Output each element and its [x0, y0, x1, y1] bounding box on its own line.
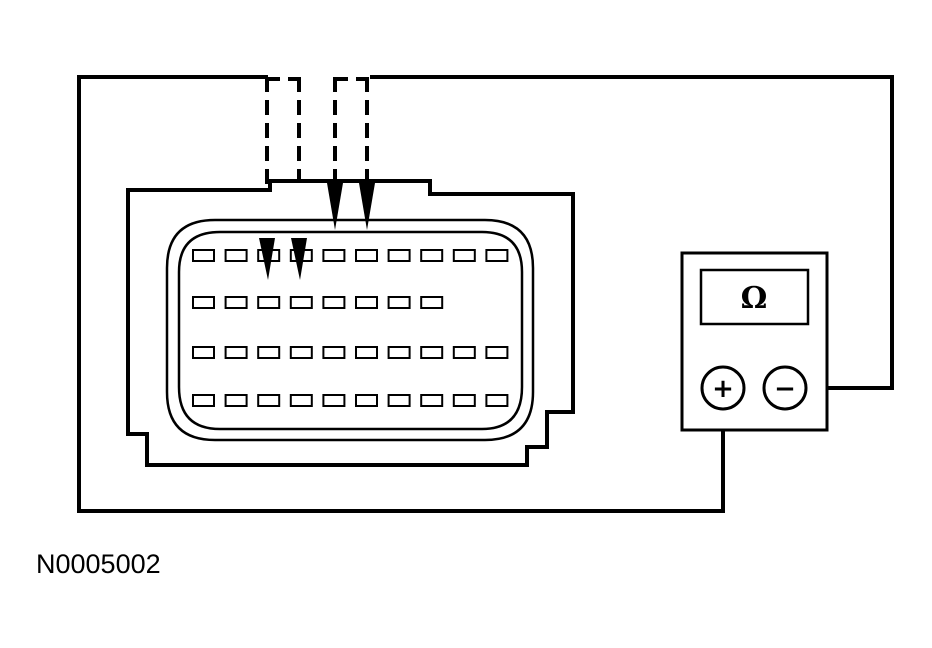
ohm-symbol: Ω	[741, 281, 768, 316]
connector-pin	[420, 346, 444, 359]
connector-pin	[485, 249, 509, 262]
figure-reference-code: N0005002	[36, 549, 161, 579]
connector-pin	[420, 296, 444, 309]
connector-pin	[192, 394, 215, 407]
connector-pin	[224, 346, 248, 359]
connector-pin	[355, 249, 378, 262]
probe-tip-2	[291, 238, 307, 280]
connector-pin	[257, 394, 281, 407]
multimeter: Ω + −	[680, 251, 829, 432]
jumper-lead-left	[265, 77, 301, 238]
positive-lead-wire	[77, 75, 725, 513]
connector-pin	[192, 346, 215, 359]
probe-tip-3	[327, 183, 343, 230]
connector-pin	[452, 346, 476, 359]
connector-pin	[322, 249, 346, 262]
connector-pin	[322, 394, 346, 407]
negative-terminal-icon	[762, 365, 808, 411]
multimeter-display	[699, 268, 810, 326]
connector-pin	[355, 394, 378, 407]
connector-pin	[420, 394, 444, 407]
connector-pin	[289, 346, 313, 359]
connector-pin	[355, 296, 378, 309]
connector-pin	[420, 249, 444, 262]
connector-pin	[224, 296, 248, 309]
connector-pin	[322, 346, 346, 359]
connector-pin	[289, 296, 313, 309]
negative-lead-wire	[370, 75, 894, 390]
connector-pin	[224, 394, 248, 407]
connector-pin	[452, 249, 476, 262]
connector-pin	[387, 394, 411, 407]
connector-pin	[257, 346, 281, 359]
connector-pin	[224, 249, 248, 262]
connector-face-outer	[165, 218, 535, 442]
negative-terminal-label: −	[774, 374, 796, 404]
connector-pin	[322, 296, 346, 309]
probe-tip-1	[259, 238, 275, 280]
connector-pin	[355, 346, 378, 359]
connector-pin	[387, 296, 411, 309]
probe-tip-4	[359, 183, 375, 230]
connector-face-inner	[177, 230, 524, 431]
connector-pin	[387, 346, 411, 359]
connector-pin	[452, 394, 476, 407]
connector-pin	[257, 296, 281, 309]
positive-terminal-label: +	[712, 374, 734, 404]
connector-pin	[485, 394, 509, 407]
positive-terminal-icon	[700, 365, 746, 411]
connector-pin	[485, 346, 509, 359]
connector-pin	[289, 394, 313, 407]
probe-tips	[259, 183, 375, 280]
connector-pin	[387, 249, 411, 262]
connector-pin	[192, 249, 215, 262]
connector-pin	[192, 296, 215, 309]
jumper-lead-right	[333, 77, 369, 180]
